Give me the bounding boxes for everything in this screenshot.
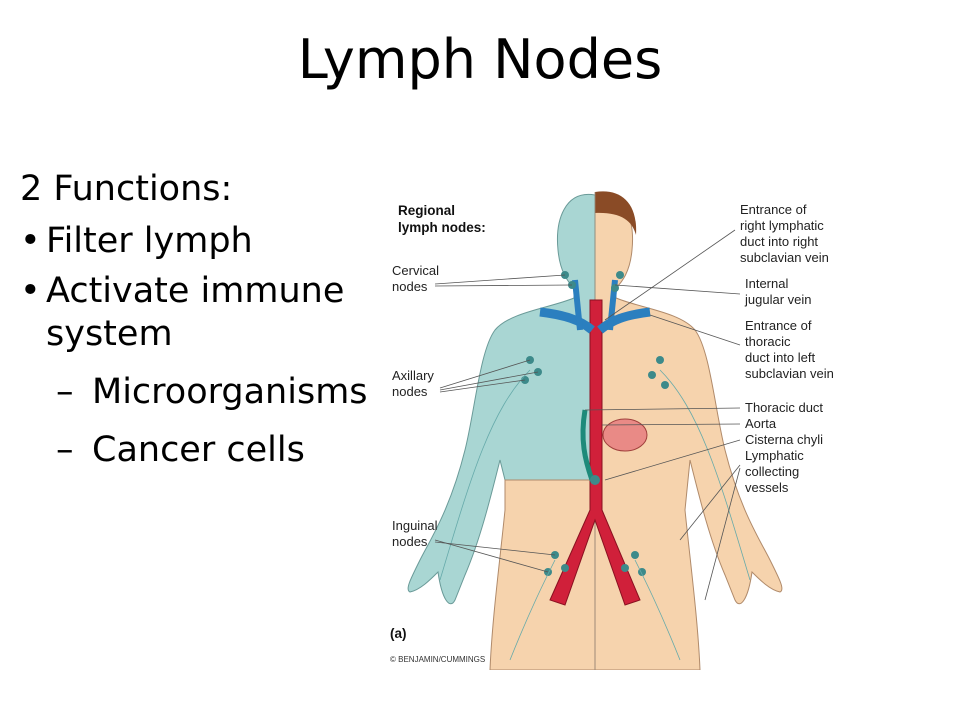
sub-bullet-text: Microorganisms xyxy=(92,372,368,412)
inguinal-label-2: nodes xyxy=(392,534,428,549)
left-leader-lines xyxy=(434,274,573,573)
figure-header-line2: lymph nodes: xyxy=(398,220,486,235)
cisterna-chyli-label: Cisterna chyli xyxy=(745,432,823,447)
slide-body: 2 Functions: • Filter lymph • Activate i… xyxy=(20,168,376,483)
sub-bullet-cancer-cells: – Cancer cells xyxy=(20,429,376,473)
lymphatic-system-figure: Regional lymph nodes: Cervical nodes Axi… xyxy=(390,191,834,670)
dash-icon: – xyxy=(56,429,74,470)
cervical-label-1: Cervical xyxy=(392,263,439,278)
entrance-right-label-1: Entrance of xyxy=(740,202,807,217)
bullet-activate-immune: • Activate immune system xyxy=(20,270,376,358)
sub-bullet-text: Cancer cells xyxy=(92,429,305,470)
bullet-dot-icon: • xyxy=(20,270,41,311)
functions-heading: 2 Functions: xyxy=(20,169,233,209)
right-leader-lines xyxy=(584,229,741,601)
axillary-label-2: nodes xyxy=(392,384,428,399)
panel-label: (a) xyxy=(390,626,407,641)
dash-icon: – xyxy=(56,372,74,412)
entrance-right-label-2: right lymphatic xyxy=(740,218,824,233)
bullet-text: Filter lymph xyxy=(46,220,253,261)
figure-header-line1: Regional xyxy=(398,203,455,218)
sub-bullet-microorganisms: – Microorganisms xyxy=(20,371,376,415)
slide-title: Lymph Nodes xyxy=(297,28,663,91)
entrance-left-label-2: thoracic xyxy=(745,334,791,349)
thoracic-duct-label: Thoracic duct xyxy=(745,400,823,415)
jugular-label-2: jugular vein xyxy=(744,292,812,307)
lymphatic-label-1: Lymphatic xyxy=(745,448,804,463)
jugular-label-1: Internal xyxy=(745,276,788,291)
lymphatic-label-3: vessels xyxy=(745,480,789,495)
bullet-dot-icon: • xyxy=(20,220,41,261)
aorta-label: Aorta xyxy=(745,416,777,431)
cervical-label-2: nodes xyxy=(392,279,428,294)
entrance-left-label-4: subclavian vein xyxy=(745,366,834,381)
axillary-label-1: Axillary xyxy=(392,368,434,383)
bullet-filter-lymph: • Filter lymph xyxy=(20,220,376,264)
entrance-left-label-1: Entrance of xyxy=(745,318,812,333)
lymphatic-label-2: collecting xyxy=(745,464,799,479)
bullet-text: Activate immune system xyxy=(46,270,345,355)
inguinal-label-1: Inguinal xyxy=(392,518,438,533)
credit-text: © BENJAMIN/CUMMINGS xyxy=(390,655,485,664)
vessels xyxy=(539,279,651,606)
entrance-right-label-4: subclavian vein xyxy=(740,250,829,265)
entrance-left-label-3: duct into left xyxy=(745,350,815,365)
entrance-right-label-3: duct into right xyxy=(740,234,818,249)
